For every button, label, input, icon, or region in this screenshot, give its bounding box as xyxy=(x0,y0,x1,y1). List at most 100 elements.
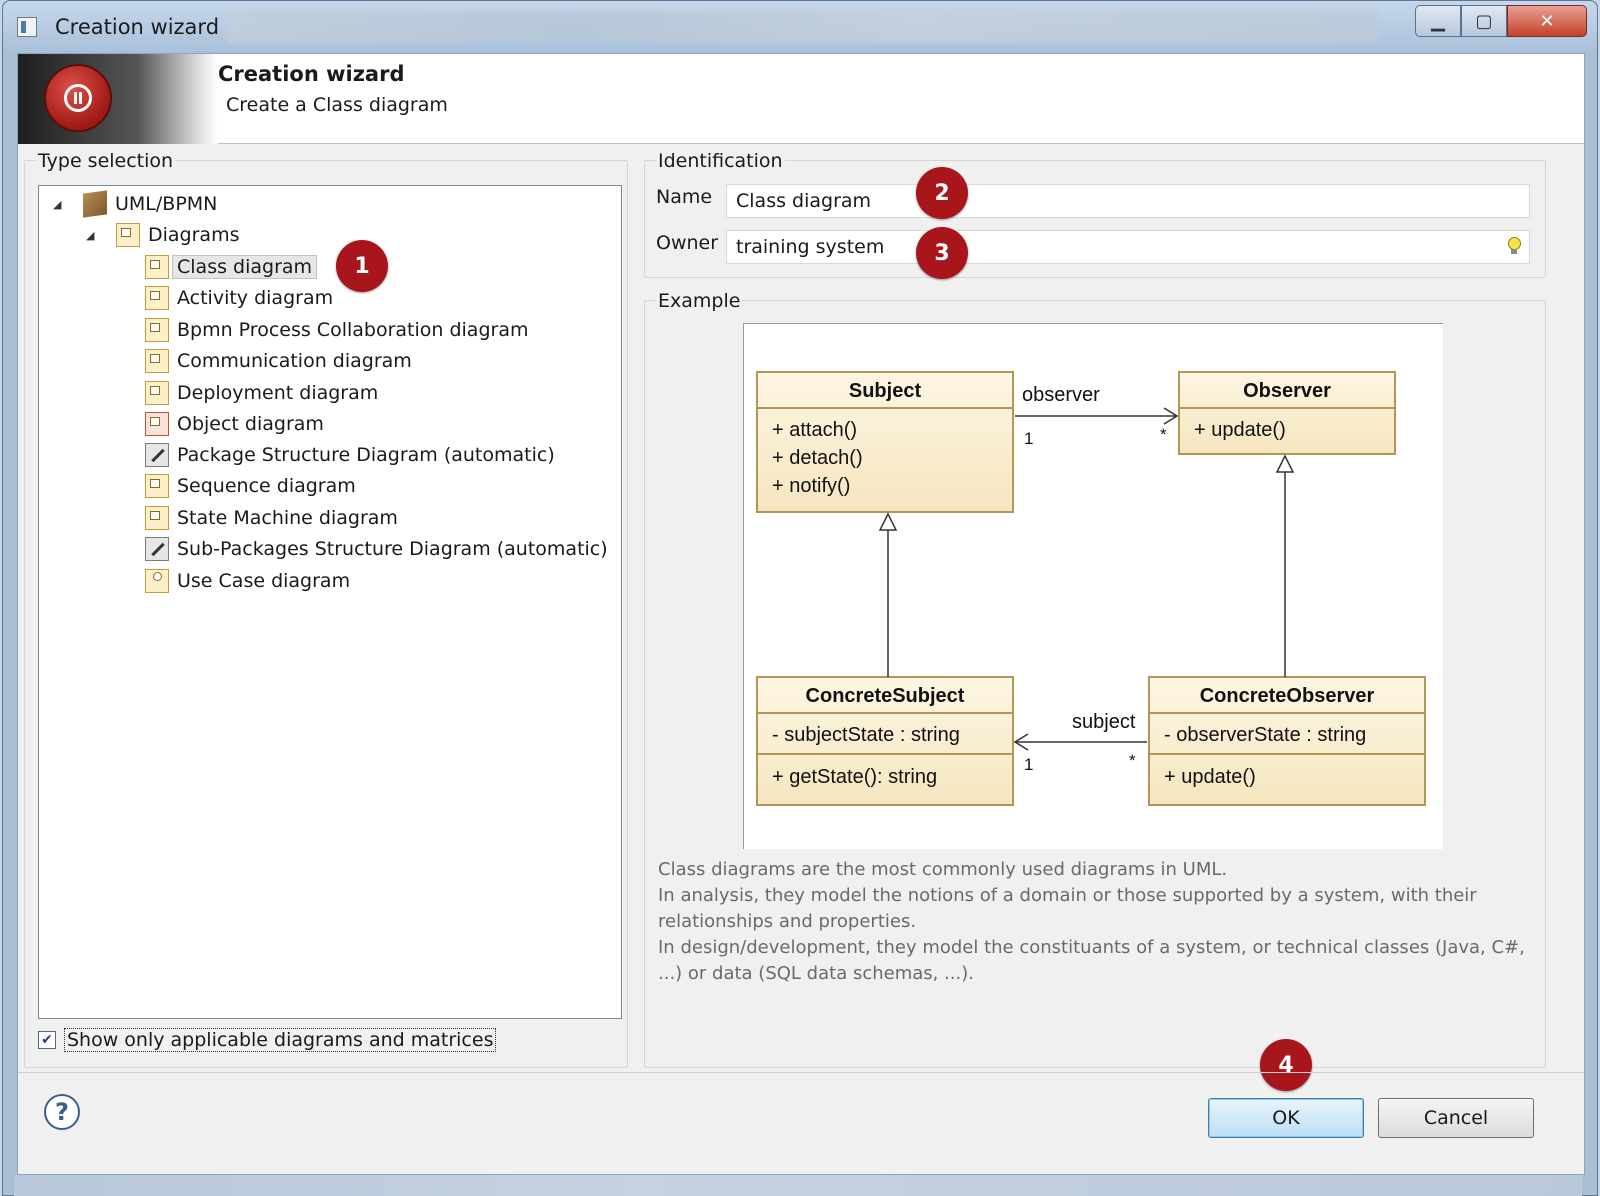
association-subject: subject * 1 xyxy=(1013,711,1147,774)
wand-icon xyxy=(145,443,169,467)
state-machine-diagram-icon xyxy=(145,506,169,530)
lightbulb-icon[interactable] xyxy=(1505,236,1523,256)
tree-item-class-diagram[interactable]: Class diagram xyxy=(145,253,318,281)
svg-text:Subject: Subject xyxy=(849,380,922,402)
title-bar: Creation wizard ▁ ▢ ✕ xyxy=(3,1,1597,53)
uml-class-observer: Observer + update() xyxy=(1178,371,1396,455)
communication-diagram-icon xyxy=(145,349,169,373)
annotation-badge-2: 2 xyxy=(916,167,968,219)
description-line: In analysis, they model the notions of a… xyxy=(658,885,1477,932)
object-diagram-icon xyxy=(145,412,169,436)
owner-value: training system xyxy=(736,236,885,258)
tree-item-object-diagram[interactable]: Object diagram xyxy=(145,410,324,438)
type-selection-panel xyxy=(24,160,628,1068)
applicable-only-label: Show only applicable diagrams and matric… xyxy=(64,1028,497,1052)
window-title: Creation wizard xyxy=(55,15,220,39)
annotation-badge-3: 3 xyxy=(916,227,968,279)
footer-divider xyxy=(18,1072,1584,1073)
tree-item-sub-packages-structure-diagram[interactable]: Sub-Packages Structure Diagram (automati… xyxy=(145,535,608,563)
cancel-button[interactable]: Cancel xyxy=(1378,1098,1534,1138)
name-field[interactable]: Class diagram xyxy=(726,184,1530,218)
svg-text:*: * xyxy=(1129,751,1136,770)
collapse-arrow-icon[interactable]: ◢ xyxy=(53,197,62,211)
header-subtitle: Create a Class diagram xyxy=(226,94,448,116)
svg-text:Observer: Observer xyxy=(1243,380,1331,402)
tree-item-communication-diagram[interactable]: Communication diagram xyxy=(145,347,412,375)
package-icon xyxy=(83,190,107,218)
taskbar-strip xyxy=(14,1175,1582,1196)
svg-text:+ update(): + update() xyxy=(1164,766,1256,788)
collapse-arrow-icon[interactable]: ◢ xyxy=(86,228,95,242)
svg-text:+ update(): + update() xyxy=(1194,419,1286,441)
svg-text:+ getState(): string: + getState(): string xyxy=(772,766,937,788)
svg-text:1: 1 xyxy=(1024,429,1033,448)
tree-item-sequence-diagram[interactable]: Sequence diagram xyxy=(145,472,356,500)
modelio-logo-icon xyxy=(44,64,112,132)
owner-label: Owner xyxy=(656,232,719,254)
uml-class-subject: Subject + attach() + detach() + notify() xyxy=(756,371,1014,513)
owner-field[interactable]: training system xyxy=(726,230,1530,264)
example-label: Example xyxy=(656,290,743,312)
deployment-diagram-icon xyxy=(145,381,169,405)
bpmn-diagram-icon xyxy=(145,318,169,342)
svg-text:*: * xyxy=(1160,425,1167,444)
minimize-button[interactable]: ▁ xyxy=(1415,5,1461,37)
description-line: In design/development, they model the co… xyxy=(658,937,1525,984)
window-controls: ▁ ▢ ✕ xyxy=(1415,5,1587,37)
svg-text:observer: observer xyxy=(1022,384,1100,406)
tree-item-deployment-diagram[interactable]: Deployment diagram xyxy=(145,379,378,407)
svg-text:+ notify(): + notify() xyxy=(772,475,850,497)
activity-diagram-icon xyxy=(145,286,169,310)
use-case-diagram-icon xyxy=(145,569,169,593)
close-button[interactable]: ✕ xyxy=(1507,5,1587,37)
annotation-badge-1: 1 xyxy=(336,240,388,292)
annotation-badge-4: 4 xyxy=(1260,1039,1312,1091)
diagrams-folder-icon xyxy=(116,223,140,247)
svg-text:ConcreteSubject: ConcreteSubject xyxy=(806,685,965,707)
svg-text:- subjectState : string: - subjectState : string xyxy=(772,724,960,746)
maximize-button[interactable]: ▢ xyxy=(1461,5,1507,37)
tree-item-use-case-diagram[interactable]: Use Case diagram xyxy=(145,567,350,595)
svg-text:subject: subject xyxy=(1072,711,1136,733)
tree-item-activity-diagram[interactable]: Activity diagram xyxy=(145,284,333,312)
header-banner xyxy=(18,54,218,144)
svg-text:+ attach(): + attach() xyxy=(772,419,857,441)
tree-item-package-structure-diagram[interactable]: Package Structure Diagram (automatic) xyxy=(145,441,555,469)
generalization-subject xyxy=(878,512,898,677)
generalization-observer xyxy=(1275,454,1295,677)
svg-text:- observerState : string: - observerState : string xyxy=(1164,724,1366,746)
example-description: Class diagrams are the most commonly use… xyxy=(658,857,1538,987)
app-icon xyxy=(17,17,37,37)
example-panel xyxy=(644,300,1546,1068)
applicable-only-checkbox[interactable]: ✔ xyxy=(38,1031,56,1049)
tree-node-diagrams[interactable]: ◢ Diagrams xyxy=(86,223,240,247)
wizard-header: Creation wizard Create a Class diagram xyxy=(18,54,1584,144)
uml-class-concrete-observer: ConcreteObserver - observerState : strin… xyxy=(1148,676,1426,806)
description-line: Class diagrams are the most commonly use… xyxy=(658,859,1228,880)
dialog-client: Creation wizard Create a Class diagram T… xyxy=(17,53,1585,1175)
header-title: Creation wizard xyxy=(218,62,405,86)
applicable-only-checkbox-row[interactable]: ✔ Show only applicable diagrams and matr… xyxy=(38,1028,497,1052)
example-diagram: Subject + attach() + detach() + notify()… xyxy=(743,323,1443,849)
help-icon[interactable]: ? xyxy=(44,1094,80,1130)
identification-label: Identification xyxy=(656,150,785,172)
identification-panel xyxy=(644,160,1546,278)
type-selection-label: Type selection xyxy=(36,150,176,172)
observer-pattern-diagram: Subject + attach() + detach() + notify()… xyxy=(756,371,1426,806)
diagram-type-tree[interactable]: ◢ UML/BPMN ◢ Diagrams Class diagram Acti… xyxy=(38,185,622,1019)
name-label: Name xyxy=(656,186,713,208)
uml-class-concrete-subject: ConcreteSubject - subjectState : string … xyxy=(756,676,1014,806)
tree-node-uml-bpmn[interactable]: ◢ UML/BPMN xyxy=(53,190,217,218)
sequence-diagram-icon xyxy=(145,474,169,498)
ok-button[interactable]: OK xyxy=(1208,1098,1364,1138)
svg-text:+ detach(): + detach() xyxy=(772,447,863,469)
svg-text:ConcreteObserver: ConcreteObserver xyxy=(1200,685,1375,707)
tree-item-state-machine-diagram[interactable]: State Machine diagram xyxy=(145,504,398,532)
svg-text:1: 1 xyxy=(1024,755,1033,774)
tree-item-bpmn-diagram[interactable]: Bpmn Process Collaboration diagram xyxy=(145,316,528,344)
class-diagram-icon xyxy=(145,255,169,279)
blurred-background xyxy=(228,11,1378,43)
association-observer: observer 1 * xyxy=(1015,384,1179,448)
wand-icon xyxy=(145,537,169,561)
